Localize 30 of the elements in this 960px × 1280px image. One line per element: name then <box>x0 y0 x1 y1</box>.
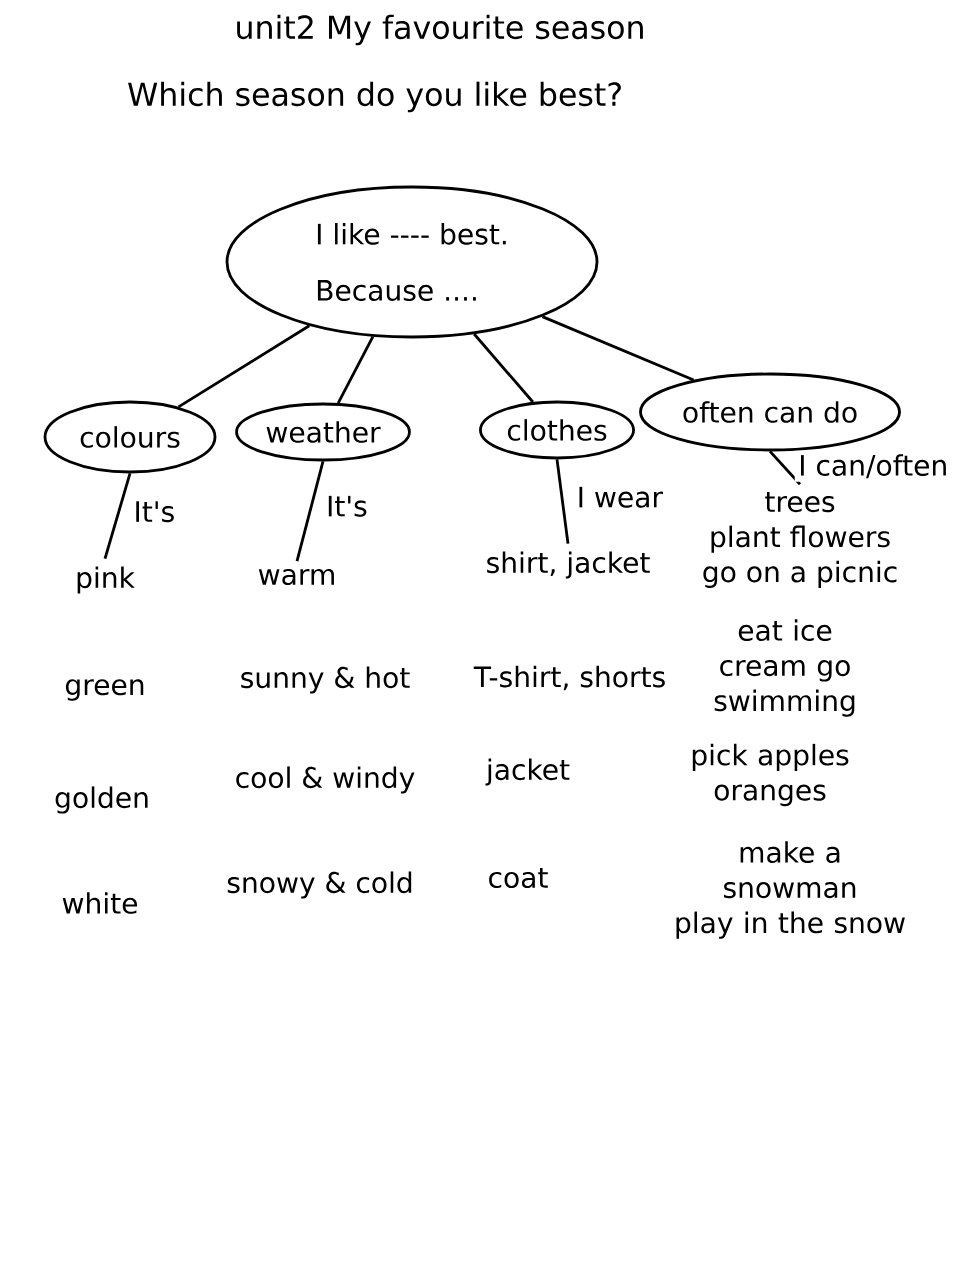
connector-line <box>177 324 310 409</box>
answer-text: golden <box>55 786 148 814</box>
answer-text: snowy & cold <box>227 871 412 899</box>
answer-text: eat ice cream go swimming <box>714 619 855 717</box>
answer-text: warm <box>258 568 334 586</box>
answer-text: sunny & hot <box>241 666 410 694</box>
answer-text: white <box>62 892 137 914</box>
answer-text: trees plant flowers go on a picnic <box>703 492 897 588</box>
connector-line <box>541 315 695 382</box>
answer-text: pink <box>77 566 135 594</box>
connector-line <box>768 450 802 486</box>
connector-line <box>336 336 375 404</box>
connector-line <box>103 473 132 560</box>
answer-text: make a snowman play in the snow <box>676 841 905 939</box>
answer-text: coat <box>489 867 548 889</box>
edge-label: I wear <box>573 483 667 512</box>
edge-label: I can/often <box>794 450 952 482</box>
answer-text: cool & windy <box>236 766 415 794</box>
answer-text: T-shirt, shorts <box>473 665 665 691</box>
answer-text: pick apples oranges <box>692 743 849 807</box>
connector-line <box>555 459 570 544</box>
connector-line <box>473 333 534 403</box>
answer-text: green <box>65 679 144 701</box>
title: unit2 My favourite season <box>237 14 643 46</box>
connector-line <box>295 461 325 562</box>
edge-label: It's <box>322 492 372 521</box>
answer-text: jacket <box>485 758 570 786</box>
edge-label: It's <box>130 497 179 526</box>
question-text: Which season do you like best? <box>128 81 621 113</box>
answer-text: shirt, jacket <box>487 551 650 579</box>
